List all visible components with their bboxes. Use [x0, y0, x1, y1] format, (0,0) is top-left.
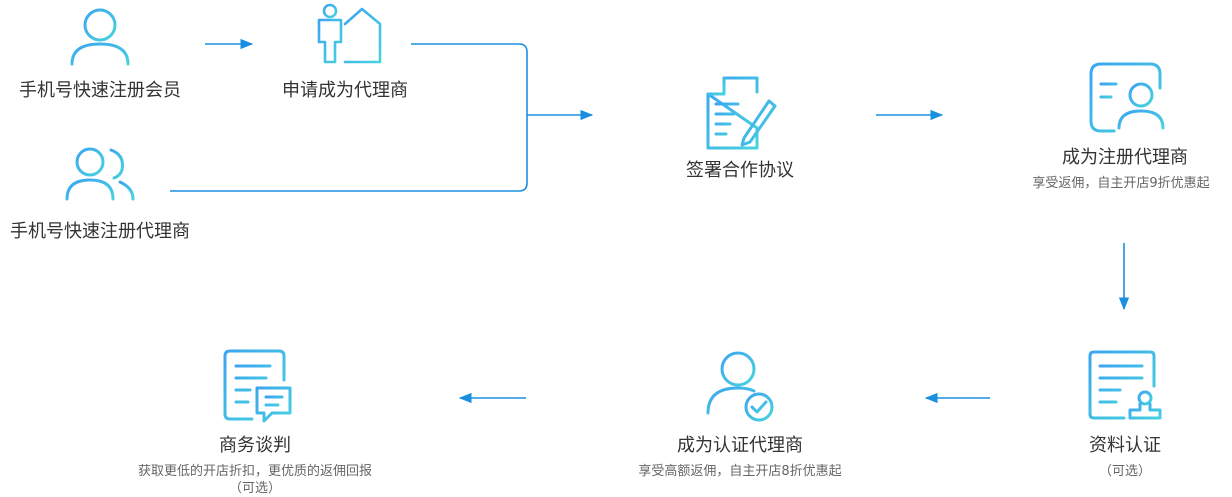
agent-house-icon	[317, 3, 382, 64]
node-registered-agent-note: 享受返佣，自主开店9折优惠起	[1032, 176, 1210, 191]
users-icon	[65, 147, 135, 201]
user-check-icon	[706, 351, 774, 422]
node-negotiation-label: 商务谈判	[219, 435, 291, 456]
node-certified-agent-label: 成为认证代理商	[677, 435, 803, 456]
node-negotiation-note2: （可选）	[228, 481, 281, 496]
node-register-member-label: 手机号快速注册会员	[19, 80, 181, 101]
node-sign-agreement-label: 签署合作协议	[686, 160, 794, 181]
node-documents-note: （可选）	[1098, 464, 1151, 479]
node-registered-agent-label: 成为注册代理商	[1062, 147, 1188, 168]
document-stamp-icon	[1088, 350, 1162, 420]
user-icon	[70, 8, 130, 66]
contract-pen-icon	[706, 76, 777, 150]
connector-apply-to-sign	[170, 43, 528, 192]
node-documents-label: 资料认证	[1089, 435, 1161, 456]
document-chat-icon	[223, 349, 292, 423]
id-card-icon	[1089, 62, 1165, 133]
node-apply-agent-label: 申请成为代理商	[282, 80, 408, 101]
node-certified-agent-note: 享受高额返佣，自主开店8折优惠起	[638, 464, 842, 479]
node-negotiation-note: 获取更低的开店折扣，更优质的返佣回报	[137, 464, 372, 479]
node-register-agent-label: 手机号快速注册代理商	[10, 221, 190, 242]
